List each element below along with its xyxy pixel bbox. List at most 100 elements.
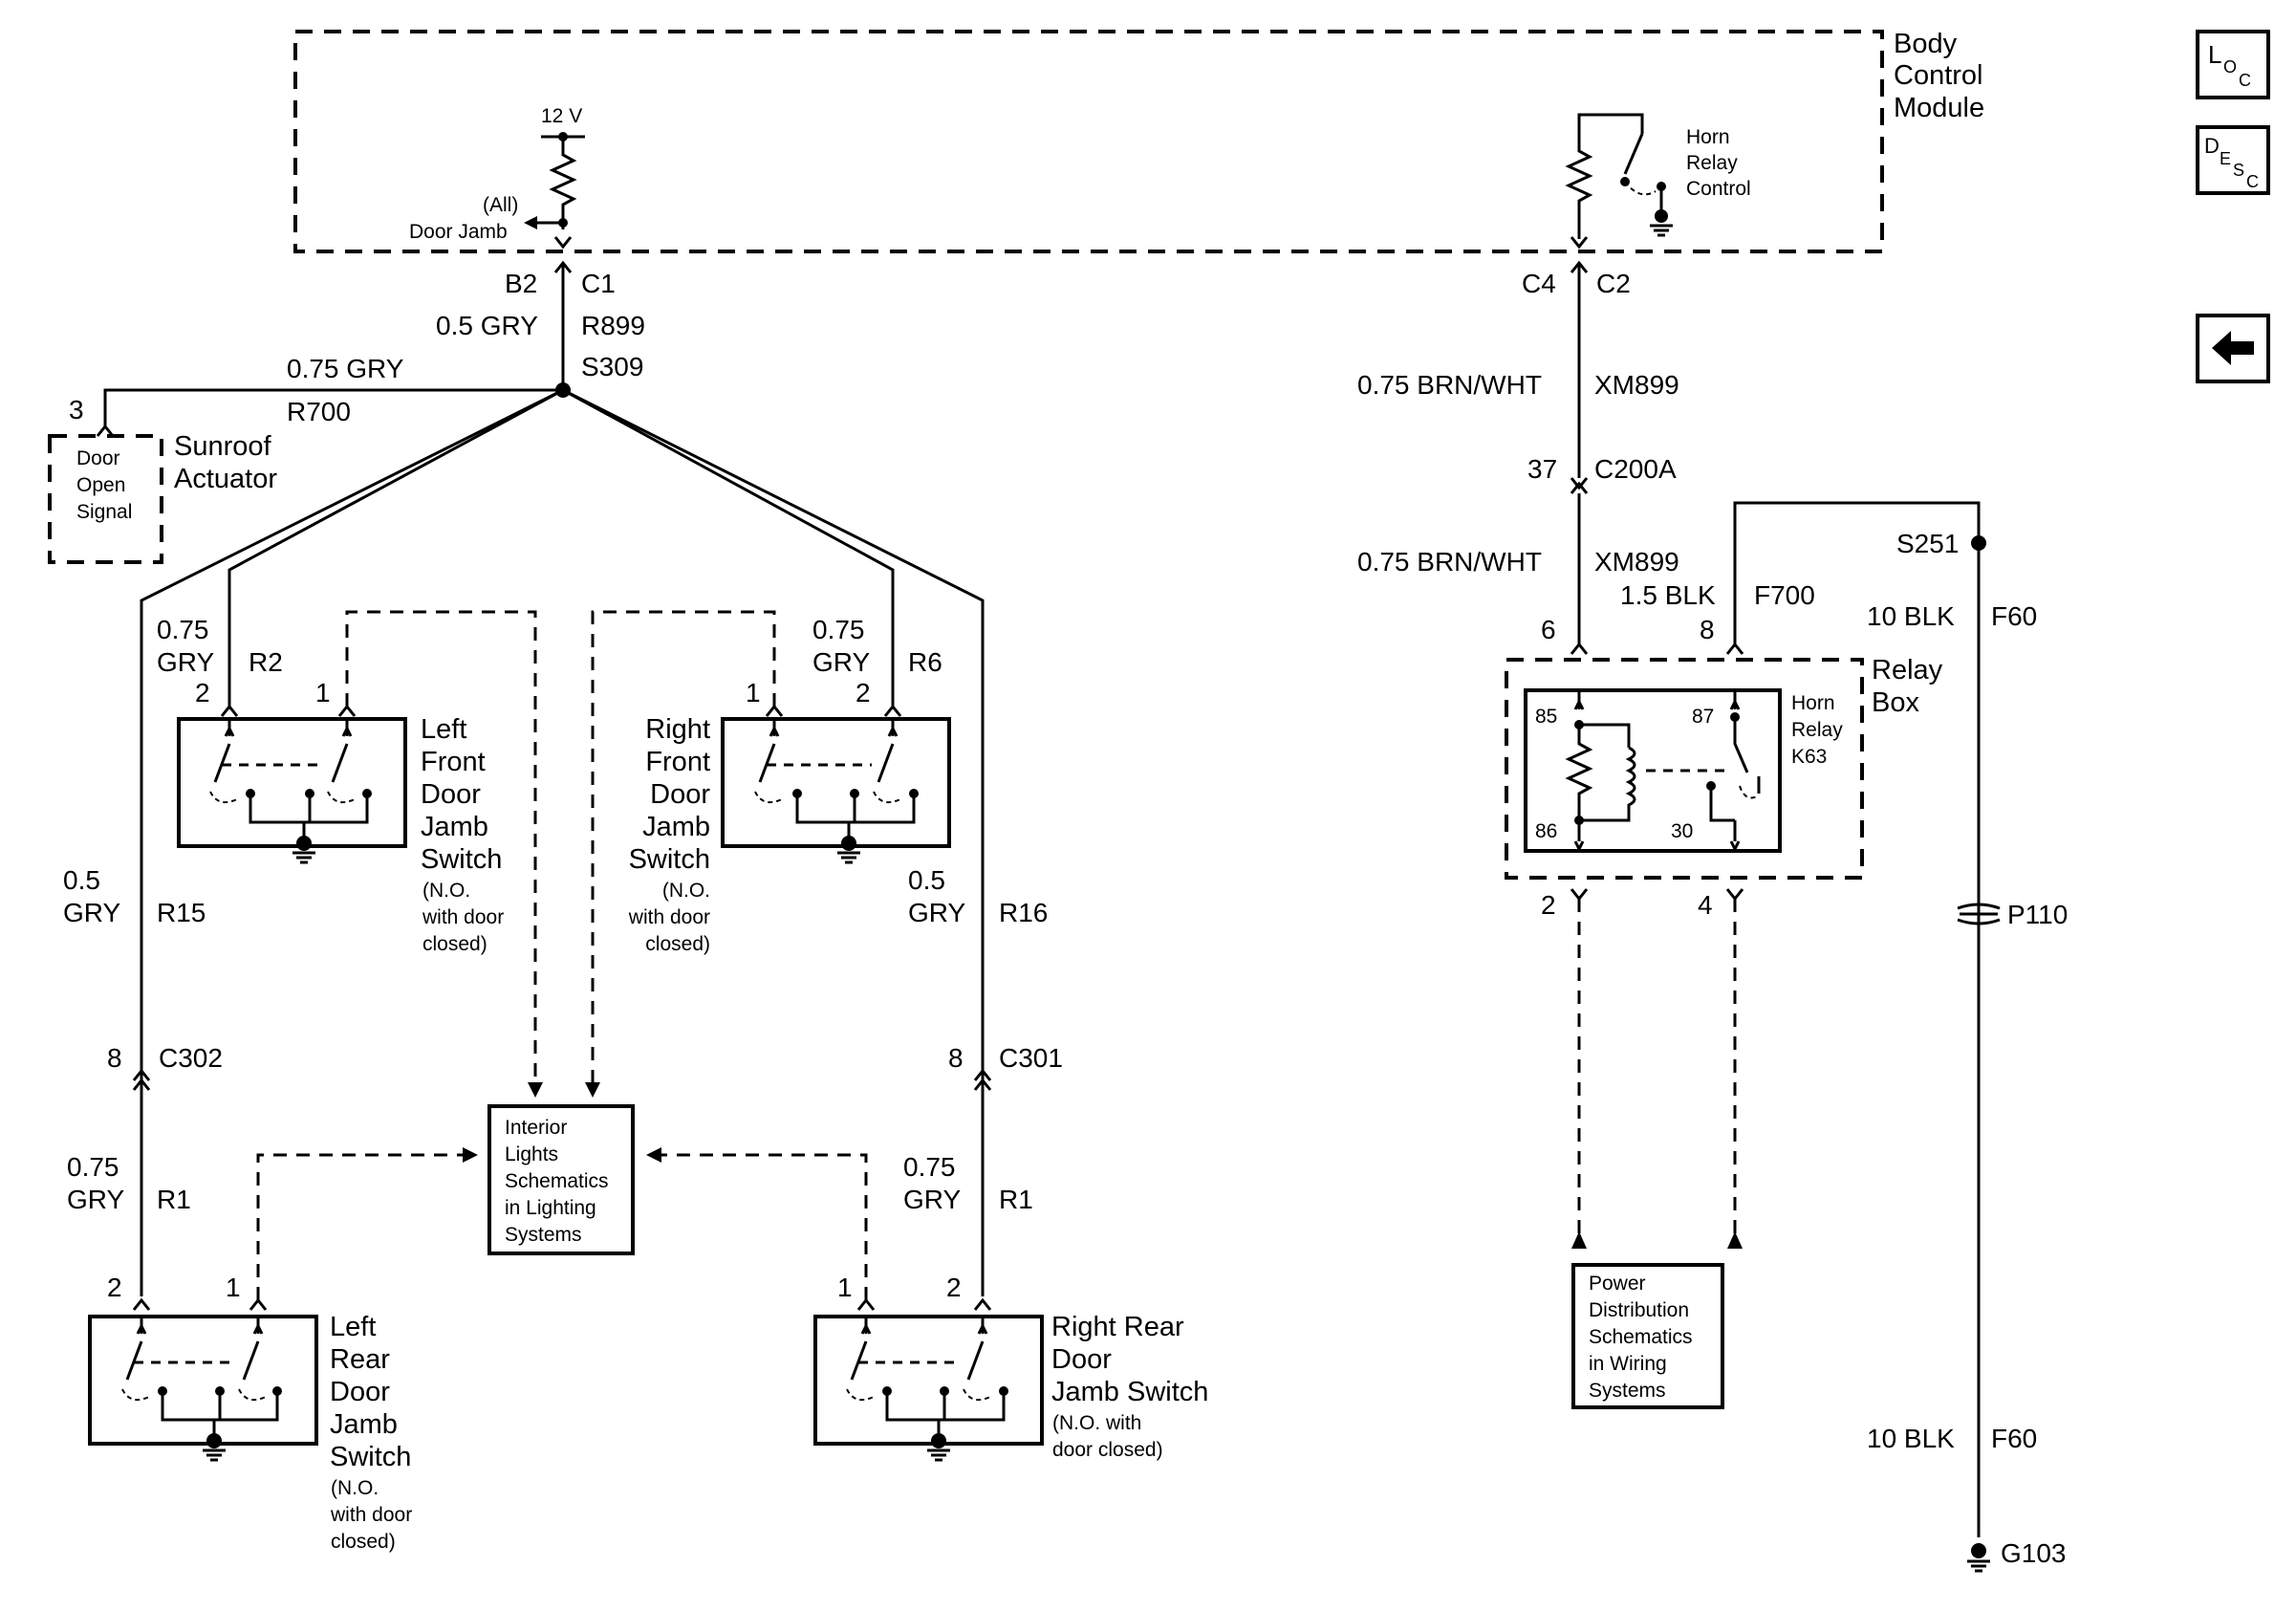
conn-c1-label: C1 — [581, 269, 616, 298]
rf-name-5: Switch — [629, 844, 710, 875]
bcm-pin-c1-chevron-icon — [553, 236, 573, 250]
lr-ground-node — [206, 1433, 222, 1448]
interior-lights-reference: Interior Lights Schematics in Lighting S… — [487, 1104, 635, 1255]
lf-to-interior-dashed — [345, 610, 537, 1090]
rr-ground-node — [931, 1433, 946, 1448]
f700-color: 1.5 BLK — [1620, 580, 1716, 610]
r15-size: 0.5 — [63, 865, 100, 895]
rf-contact-2 — [850, 789, 859, 798]
lr-arrow-icon — [463, 1147, 478, 1163]
lr-name-5: Switch — [330, 1442, 411, 1472]
bcm-boundary — [293, 30, 1884, 253]
door-jamb-arrow-icon — [524, 216, 537, 229]
rr-contact-3 — [999, 1386, 1008, 1396]
conn-c2-label: C2 — [1596, 269, 1631, 298]
rf-pin1-chevron-icon — [765, 704, 784, 717]
wire-r15-r1-left — [140, 388, 564, 1296]
location-button-frame[interactable] — [2196, 30, 2270, 99]
relay-node-86 — [1574, 816, 1584, 825]
rf-contact-1 — [792, 789, 802, 798]
wire-r16-r1-right — [562, 388, 985, 1296]
rr-contact-2 — [940, 1386, 949, 1396]
interior-lights-line-5: Systems — [505, 1224, 582, 1246]
location-button[interactable]: L O C — [2196, 30, 2270, 99]
horn-relay-k63-1: Horn — [1791, 692, 1835, 714]
rf-pin-a: 1 — [746, 678, 761, 708]
interior-lights-line-1: Interior — [505, 1117, 567, 1139]
description-big-letter: D — [2204, 134, 2220, 158]
rf-name-1: Right — [645, 714, 710, 745]
wire-r700-id: R700 — [287, 397, 351, 426]
rr-arrow-icon — [646, 1147, 661, 1163]
s251-label: S251 — [1896, 529, 1959, 558]
lr-name-1: Left — [330, 1312, 376, 1342]
relay-pin4-chevron-icon — [1725, 888, 1744, 902]
lr-contact-3 — [272, 1386, 282, 1396]
wire-f700-f60 — [1733, 501, 1981, 1537]
sunroof-pin-label: 3 — [69, 395, 84, 425]
xm899-bottom-color: 0.75 BRN/WHT — [1357, 547, 1542, 577]
lr-note-2: with door — [330, 1504, 412, 1526]
sunroof-signal-2: Open — [76, 474, 125, 496]
horn-relay-label-1: Horn — [1686, 126, 1730, 148]
power-dist-box — [1571, 1263, 1724, 1409]
lr-wire-color: GRY — [67, 1185, 124, 1214]
relay-node-30 — [1706, 781, 1716, 791]
rf-ground-node — [841, 836, 856, 851]
lf-pin-b: 1 — [315, 678, 331, 708]
rf-contact-3 — [909, 789, 919, 798]
interior-lights-box — [487, 1104, 635, 1255]
location-small-letter: O — [2223, 57, 2237, 76]
rr-switch-box — [813, 1315, 1044, 1446]
lf-ground-node — [296, 836, 312, 851]
lf-wire-color: GRY — [157, 647, 214, 677]
left-c302-connection: 0.5 GRY R15 8 C302 — [63, 865, 223, 1091]
rf-switch-internals — [754, 719, 916, 843]
lf-wire-id: R2 — [249, 647, 283, 677]
rr-note-2: door closed) — [1052, 1439, 1163, 1461]
relay-pin-6: 6 — [1541, 615, 1556, 644]
relay-term-30: 30 — [1671, 820, 1693, 842]
horn-relay-k63-3: K63 — [1791, 746, 1827, 768]
lr-pin-a: 2 — [107, 1273, 122, 1302]
lr-note-1: (N.O. — [331, 1477, 379, 1499]
horn-relay-internals — [1565, 690, 1761, 853]
r15-color: GRY — [63, 898, 120, 927]
xm899-top-color: 0.75 BRN/WHT — [1357, 370, 1542, 400]
rr-pin-b: 2 — [946, 1273, 962, 1302]
c301-label: C301 — [999, 1043, 1063, 1073]
lf-contact-1 — [246, 789, 255, 798]
body-control-module: Body Control Module 12 V (All) Door Jamb… — [293, 29, 1984, 253]
lr-wire-size: 0.75 — [67, 1152, 119, 1182]
relay-pin6-chevron-icon — [1570, 642, 1589, 655]
horn-circuit: C4 C2 0.75 BRN/WHT XM899 37 C200A 0.75 B… — [1357, 260, 2068, 1573]
lf-switch-internals — [209, 719, 369, 843]
rr-pin1-chevron-icon — [856, 1297, 876, 1311]
lr-switch-internals — [121, 1317, 279, 1439]
lr-contact-1 — [158, 1386, 167, 1396]
description-button-frame[interactable] — [2196, 125, 2270, 195]
location-small-letter-2: C — [2239, 71, 2251, 90]
door-jamb-all: (All) — [483, 194, 518, 216]
interior-lights-line-2: Lights — [505, 1143, 558, 1165]
voltage-label: 12 V — [541, 105, 582, 127]
rr-note-1: (N.O. with — [1052, 1412, 1141, 1434]
xm899-bottom-id: XM899 — [1594, 547, 1679, 577]
sunroof-signal-1: Door — [76, 447, 120, 469]
horn-relay-label-3: Control — [1686, 178, 1751, 200]
horn-relay-ground-node — [1655, 209, 1668, 223]
wire-r6 — [562, 388, 895, 709]
horn-relay-switch-blade — [1623, 133, 1644, 175]
splice-s309-label: S309 — [581, 352, 643, 381]
lf-name-3: Door — [421, 779, 481, 810]
back-button[interactable] — [2196, 314, 2270, 383]
rf-note-1: (N.O. — [662, 880, 710, 902]
description-button[interactable]: D E S C — [2196, 125, 2270, 195]
relay-pin-8: 8 — [1700, 615, 1715, 644]
door-jamb-circuit: B2 C1 0.5 GRY R899 S309 0.75 GRY R700 3 … — [48, 260, 985, 1296]
right-rear-door-jamb-switch: 0.75 GRY R1 1 2 Right Rear Do — [646, 1147, 1208, 1462]
lr-name-2: Rear — [330, 1344, 390, 1375]
left-rear-door-jamb-switch: 0.75 GRY R1 2 1 Left Rear — [67, 1147, 478, 1553]
pullup-resistor — [549, 137, 577, 229]
